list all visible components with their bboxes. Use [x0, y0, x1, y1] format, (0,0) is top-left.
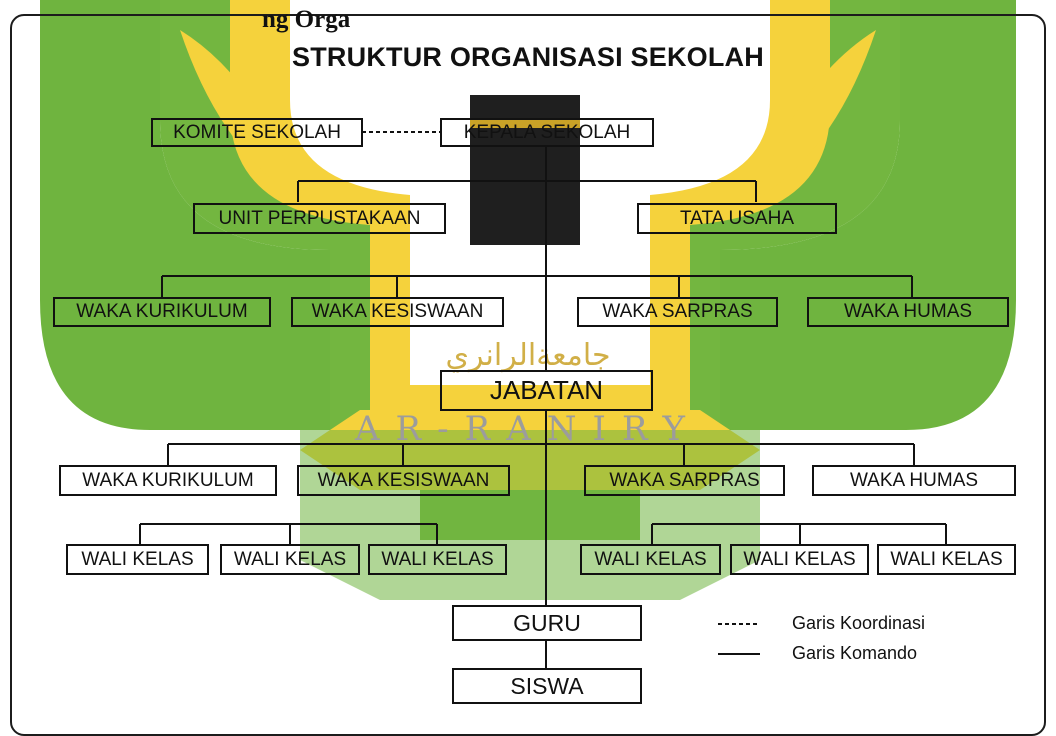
box-wali-kelas: WALI KELAS	[66, 544, 209, 575]
box-guru: GURU	[452, 605, 642, 641]
svg-text:AR-RANIRY: AR-RANIRY	[354, 409, 701, 449]
box-siswa: SISWA	[452, 668, 642, 704]
box-kepala-sekolah: KEPALA SEKOLAH	[440, 118, 654, 147]
box-waka-kurikulum-1: WAKA KURIKULUM	[53, 297, 271, 327]
box-wali-kelas: WALI KELAS	[580, 544, 721, 575]
box-komite-sekolah: KOMITE SEKOLAH	[151, 118, 363, 147]
diagram-title: STRUKTUR ORGANISASI SEKOLAH	[292, 42, 764, 72]
box-waka-sarpras-2: WAKA SARPRAS	[584, 465, 785, 496]
box-unit-perpustakaan: UNIT PERPUSTAKAAN	[193, 203, 446, 234]
box-jabatan: JABATAN	[440, 370, 653, 411]
box-wali-kelas: WALI KELAS	[368, 544, 507, 575]
box-waka-humas-1: WAKA HUMAS	[807, 297, 1009, 327]
svg-text:جامعةالرانري: جامعةالرانري	[445, 338, 610, 373]
box-waka-kesiswaan-2: WAKA KESISWAAN	[297, 465, 510, 496]
box-wali-kelas: WALI KELAS	[877, 544, 1016, 575]
box-wali-kelas: WALI KELAS	[730, 544, 869, 575]
box-waka-kesiswaan-1: WAKA KESISWAAN	[291, 297, 504, 327]
legend-komando-label: Garis Komando	[792, 643, 918, 663]
clipped-heading-fragment: ng Orga	[262, 6, 351, 33]
box-wali-kelas: WALI KELAS	[220, 544, 360, 575]
legend-koordinasi-label: Garis Koordinasi	[792, 613, 926, 633]
box-waka-kurikulum-2: WAKA KURIKULUM	[59, 465, 277, 496]
box-waka-humas-2: WAKA HUMAS	[812, 465, 1016, 496]
box-tata-usaha: TATA USAHA	[637, 203, 837, 234]
box-waka-sarpras-1: WAKA SARPRAS	[577, 297, 778, 327]
